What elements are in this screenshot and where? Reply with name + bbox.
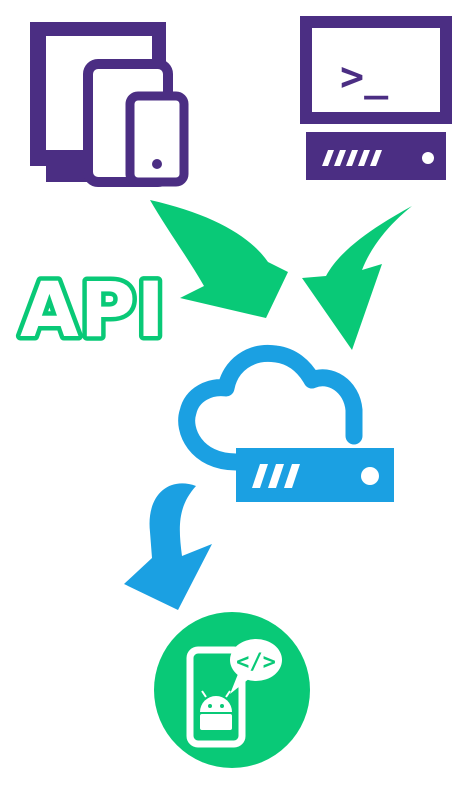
cloud-server-icon xyxy=(178,344,394,502)
arrow-left-icon xyxy=(150,200,288,318)
multi-device-icon xyxy=(30,22,189,187)
code-bubble-text: </> xyxy=(236,650,276,675)
terminal-server-icon: >_ xyxy=(300,16,452,180)
cloud-server-vent-slots xyxy=(252,464,300,488)
api-label: API xyxy=(20,265,166,354)
arrow-right-icon xyxy=(302,206,412,350)
badge-phone-icon xyxy=(186,646,246,748)
server-vent-slots xyxy=(322,150,382,166)
code-bubble-tail xyxy=(230,674,250,694)
green-arrows xyxy=(150,200,412,350)
android-robot-icon xyxy=(200,690,232,730)
android-dev-badge: </> xyxy=(154,612,310,768)
code-bubble-icon xyxy=(230,639,282,681)
cloud-server-status-light xyxy=(361,467,379,485)
phone-home-button xyxy=(152,159,162,169)
server-status-light xyxy=(422,152,434,164)
phone-outline xyxy=(125,91,189,187)
terminal-screen xyxy=(300,16,452,124)
terminal-prompt: >_ xyxy=(340,54,389,100)
arrow-down-icon xyxy=(124,483,212,610)
cloud-outline-icon xyxy=(178,344,363,471)
monitor-stand xyxy=(46,166,88,182)
monitor-frame xyxy=(30,22,166,166)
